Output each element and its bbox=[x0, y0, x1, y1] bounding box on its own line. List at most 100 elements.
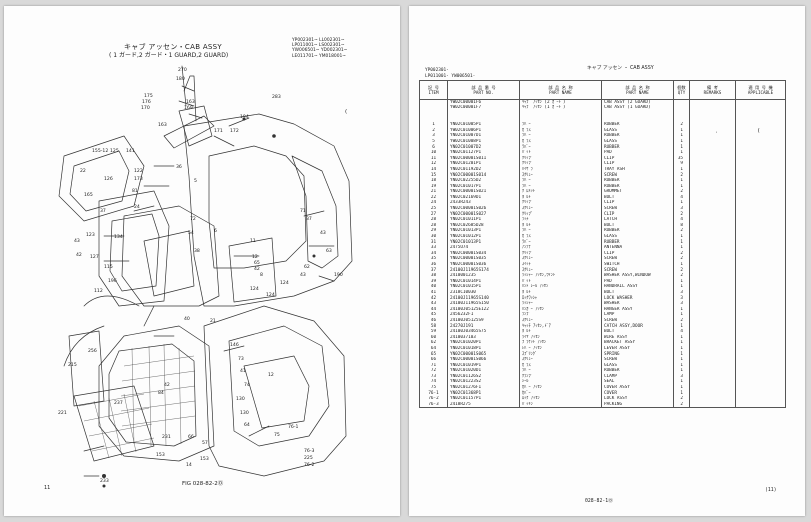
callout-number: 37 bbox=[306, 216, 312, 222]
callout-number: 169 bbox=[184, 105, 193, 111]
cab-door-window bbox=[109, 213, 160, 292]
applicable-cell bbox=[735, 105, 786, 111]
applicable-cell bbox=[735, 149, 786, 156]
rear-guard-shell bbox=[203, 305, 347, 477]
rubber-strip bbox=[83, 295, 140, 307]
callout-number: 12 bbox=[268, 372, 274, 378]
callout-number: 163 bbox=[186, 99, 195, 105]
callout-number: 5 bbox=[194, 178, 197, 184]
left-page: キャブ アッセン・CAB ASSY ( 1 ガード,2 ガード・1 GUARD,… bbox=[4, 6, 400, 516]
applicable-cell bbox=[735, 172, 786, 178]
callout-number: 115 bbox=[104, 264, 113, 270]
callout-number: 41 bbox=[240, 368, 246, 374]
callout-number: 124 bbox=[250, 286, 259, 292]
callout-number: 123 bbox=[86, 232, 95, 238]
applicable-cell bbox=[735, 273, 786, 279]
header-item: 記 号 ITEM bbox=[419, 80, 448, 100]
applicable-cell bbox=[735, 390, 786, 397]
cab-door-panel bbox=[98, 190, 170, 307]
callout-number: 124 bbox=[280, 280, 289, 286]
applicable-cell bbox=[735, 245, 786, 251]
applicable-cell bbox=[735, 189, 786, 195]
callout-number: 75 bbox=[274, 432, 280, 438]
cab-right-window bbox=[291, 155, 339, 269]
applicable-cell bbox=[735, 133, 786, 139]
part-no-cell: 2418R275 bbox=[447, 401, 520, 408]
applicable-cell bbox=[735, 205, 786, 212]
callout-number: 127 bbox=[90, 254, 99, 260]
applicable-cell bbox=[735, 362, 786, 369]
callout-number: 153 bbox=[156, 452, 165, 458]
callout-number: 194 bbox=[240, 114, 249, 120]
front-window-glass bbox=[143, 230, 195, 297]
applicable-cell bbox=[735, 396, 786, 402]
callout-number: 76-1 bbox=[288, 424, 299, 430]
callout-number: 124 bbox=[266, 292, 275, 298]
header-qty: 個数 QTY bbox=[673, 80, 690, 100]
callout-number: 76-2 bbox=[304, 462, 315, 468]
applicable-cell bbox=[735, 138, 786, 145]
callout-number: 153 bbox=[200, 456, 209, 462]
applicable-cell bbox=[735, 384, 786, 391]
callout-number: 38 bbox=[194, 248, 200, 254]
applicable-cell bbox=[735, 284, 786, 290]
applicable-cell bbox=[735, 345, 786, 352]
applicable-cell bbox=[735, 155, 786, 162]
applicable-cell bbox=[735, 211, 786, 218]
callout-number: 42 bbox=[164, 382, 170, 388]
left-page-bracket-mark: ( bbox=[345, 109, 348, 115]
callout-number: 57 bbox=[202, 440, 208, 446]
callout-number: 146 bbox=[230, 342, 239, 348]
applicable-cell bbox=[735, 200, 786, 206]
callout-number: 6 bbox=[214, 228, 217, 234]
applicable-cell bbox=[735, 194, 786, 201]
applicable-cell bbox=[735, 401, 786, 408]
callout-number: 12 bbox=[252, 254, 258, 260]
serial-range-block: YP002301~ LL002301~ LP011001~ LS002301~ … bbox=[292, 38, 348, 59]
serial-range-line-1: YP002301- bbox=[425, 68, 449, 73]
callout-number: 237 bbox=[114, 400, 123, 406]
applicable-cell bbox=[735, 306, 786, 313]
item-cell: 76-3 bbox=[419, 401, 448, 408]
applicable-cell bbox=[735, 267, 786, 274]
callout-number: 163 bbox=[158, 122, 167, 128]
applicable-cell bbox=[735, 323, 786, 329]
callout-number: 171 bbox=[214, 128, 223, 134]
callout-number: 141 bbox=[126, 148, 135, 154]
applicable-cell bbox=[735, 161, 786, 167]
front-guard-shell bbox=[98, 325, 215, 462]
serial-range-line-2: LP011001- YW006501- bbox=[425, 74, 476, 79]
callout-number: 76-3 bbox=[304, 448, 315, 454]
door-lower-panel bbox=[228, 237, 277, 303]
remarks-cell bbox=[689, 401, 736, 408]
callout-number: 22 bbox=[80, 168, 86, 174]
callout-number: 175 bbox=[144, 93, 153, 99]
callout-number: 173 bbox=[134, 176, 143, 182]
callout-number: 233 bbox=[100, 478, 109, 484]
figure-title: キャブ アッセン・CAB ASSY bbox=[124, 43, 222, 51]
cab-front-panel bbox=[121, 205, 220, 307]
applicable-cell bbox=[735, 328, 786, 335]
antenna bbox=[181, 65, 187, 107]
figure-caption: FIG 028-82-2Ⓓ bbox=[182, 481, 224, 487]
callout-number: 170 bbox=[141, 105, 150, 111]
callout-number: 63 bbox=[326, 248, 332, 254]
callout-number: 65 bbox=[254, 260, 260, 266]
